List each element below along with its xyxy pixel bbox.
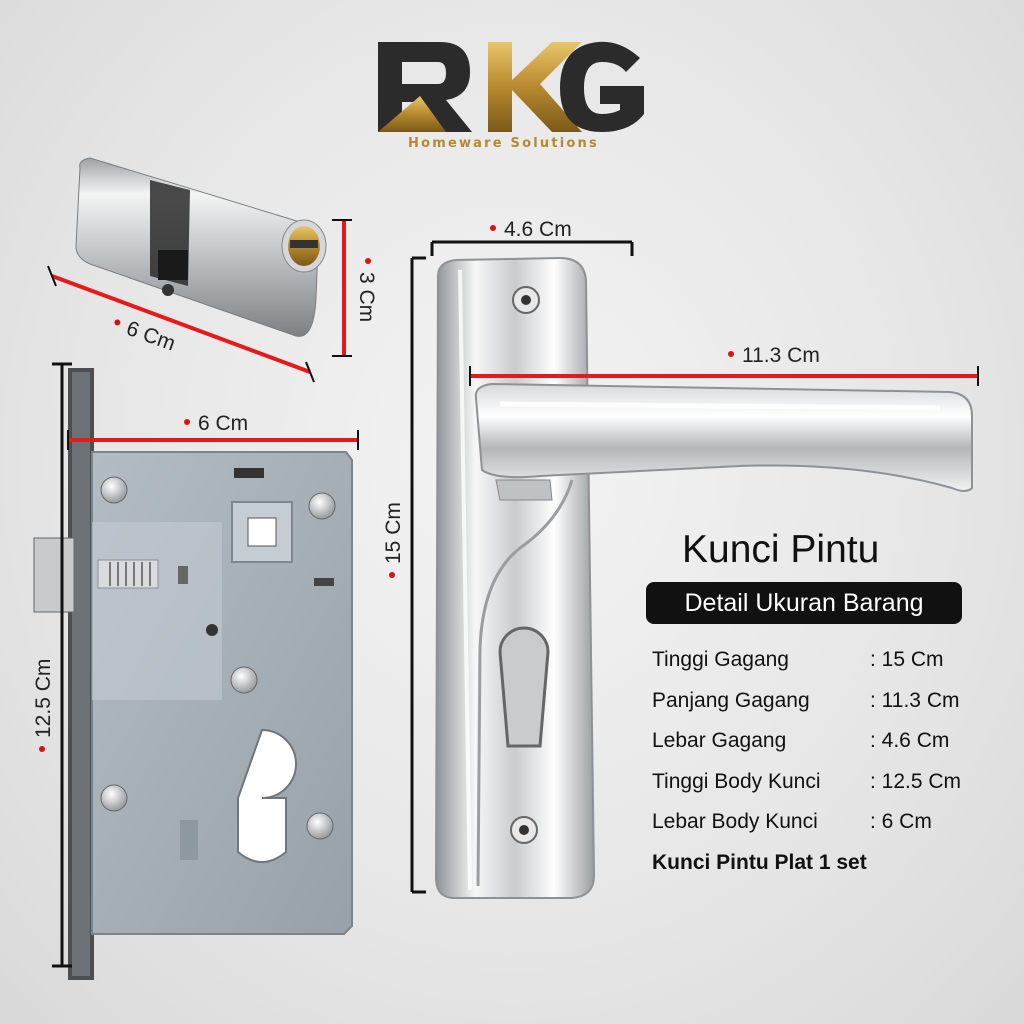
lock-body-height-dimension xyxy=(52,362,72,968)
handle-length-value: 11.3 Cm xyxy=(742,344,820,367)
cylinder-height-label: 3 Cm xyxy=(354,258,378,322)
handle-length-dimension xyxy=(469,366,979,386)
spec-label: Lebar Gagang xyxy=(652,729,787,753)
red-dot-icon xyxy=(364,258,371,264)
cylinder-length-dimension xyxy=(47,265,315,383)
footer-note: Kunci Pintu Plat 1 set xyxy=(652,850,867,874)
detail-badge-label: Detail Ukuran Barang xyxy=(684,588,924,617)
red-dot-icon xyxy=(39,746,46,752)
spec-value: : 15 Cm xyxy=(870,648,944,672)
lock-body-height-label: 12.5 Cm xyxy=(32,659,56,752)
lock-body-image xyxy=(33,368,353,980)
spec-row: Tinggi Body Kunci : 12.5 Cm xyxy=(652,762,961,803)
detail-badge: Detail Ukuran Barang xyxy=(646,582,962,624)
spec-value: : 11.3 Cm xyxy=(870,688,960,712)
spec-row: Tinggi Gagang : 15 Cm xyxy=(652,640,961,681)
spec-label: Tinggi Body Kunci xyxy=(652,769,821,793)
handle-length-label: 11.3 Cm xyxy=(728,344,820,368)
red-dot-icon xyxy=(389,572,396,578)
lock-body-width-value: 6 Cm xyxy=(198,412,249,435)
lock-body-height-value: 12.5 Cm xyxy=(32,658,55,738)
cylinder-height-value: 3 Cm xyxy=(355,272,378,323)
lock-body-width-dimension xyxy=(67,430,359,450)
red-dot-icon xyxy=(728,351,734,358)
plate-width-value: 4.6 Cm xyxy=(504,218,572,241)
plate-height-dimension xyxy=(410,256,426,894)
rkg-logo xyxy=(378,41,644,132)
spec-row: Panjang Gagang : 11.3 Cm xyxy=(652,681,961,722)
product-title: Kunci Pintu xyxy=(682,528,880,571)
spec-label: Tinggi Gagang xyxy=(652,648,789,672)
cylinder-height-dimension xyxy=(332,219,352,357)
plate-width-label: 4.6 Cm xyxy=(490,218,572,242)
plate-height-value: 15 Cm xyxy=(382,502,405,564)
red-dot-icon xyxy=(113,319,122,327)
spec-label: Lebar Body Kunci xyxy=(652,810,818,834)
spec-value: : 4.6 Cm xyxy=(870,729,950,753)
spec-value: : 12.5 Cm xyxy=(870,769,962,793)
spec-label: Panjang Gagang xyxy=(652,688,810,712)
plate-width-dimension xyxy=(430,240,634,256)
red-dot-icon xyxy=(490,225,496,232)
plate-height-label: 15 Cm xyxy=(382,502,406,578)
brand-tagline: Homeware Solutions xyxy=(408,136,599,151)
spec-row: Lebar Body Kunci : 6 Cm xyxy=(652,802,961,843)
spec-value: : 6 Cm xyxy=(870,810,932,834)
spec-row: Lebar Gagang : 4.6 Cm xyxy=(652,721,961,762)
red-dot-icon xyxy=(184,419,190,426)
cylinder-image xyxy=(75,157,327,337)
lock-body-width-label: 6 Cm xyxy=(184,412,248,436)
door-handle-image xyxy=(434,256,973,899)
spec-list: Tinggi Gagang : 15 Cm Panjang Gagang : 1… xyxy=(652,640,961,883)
